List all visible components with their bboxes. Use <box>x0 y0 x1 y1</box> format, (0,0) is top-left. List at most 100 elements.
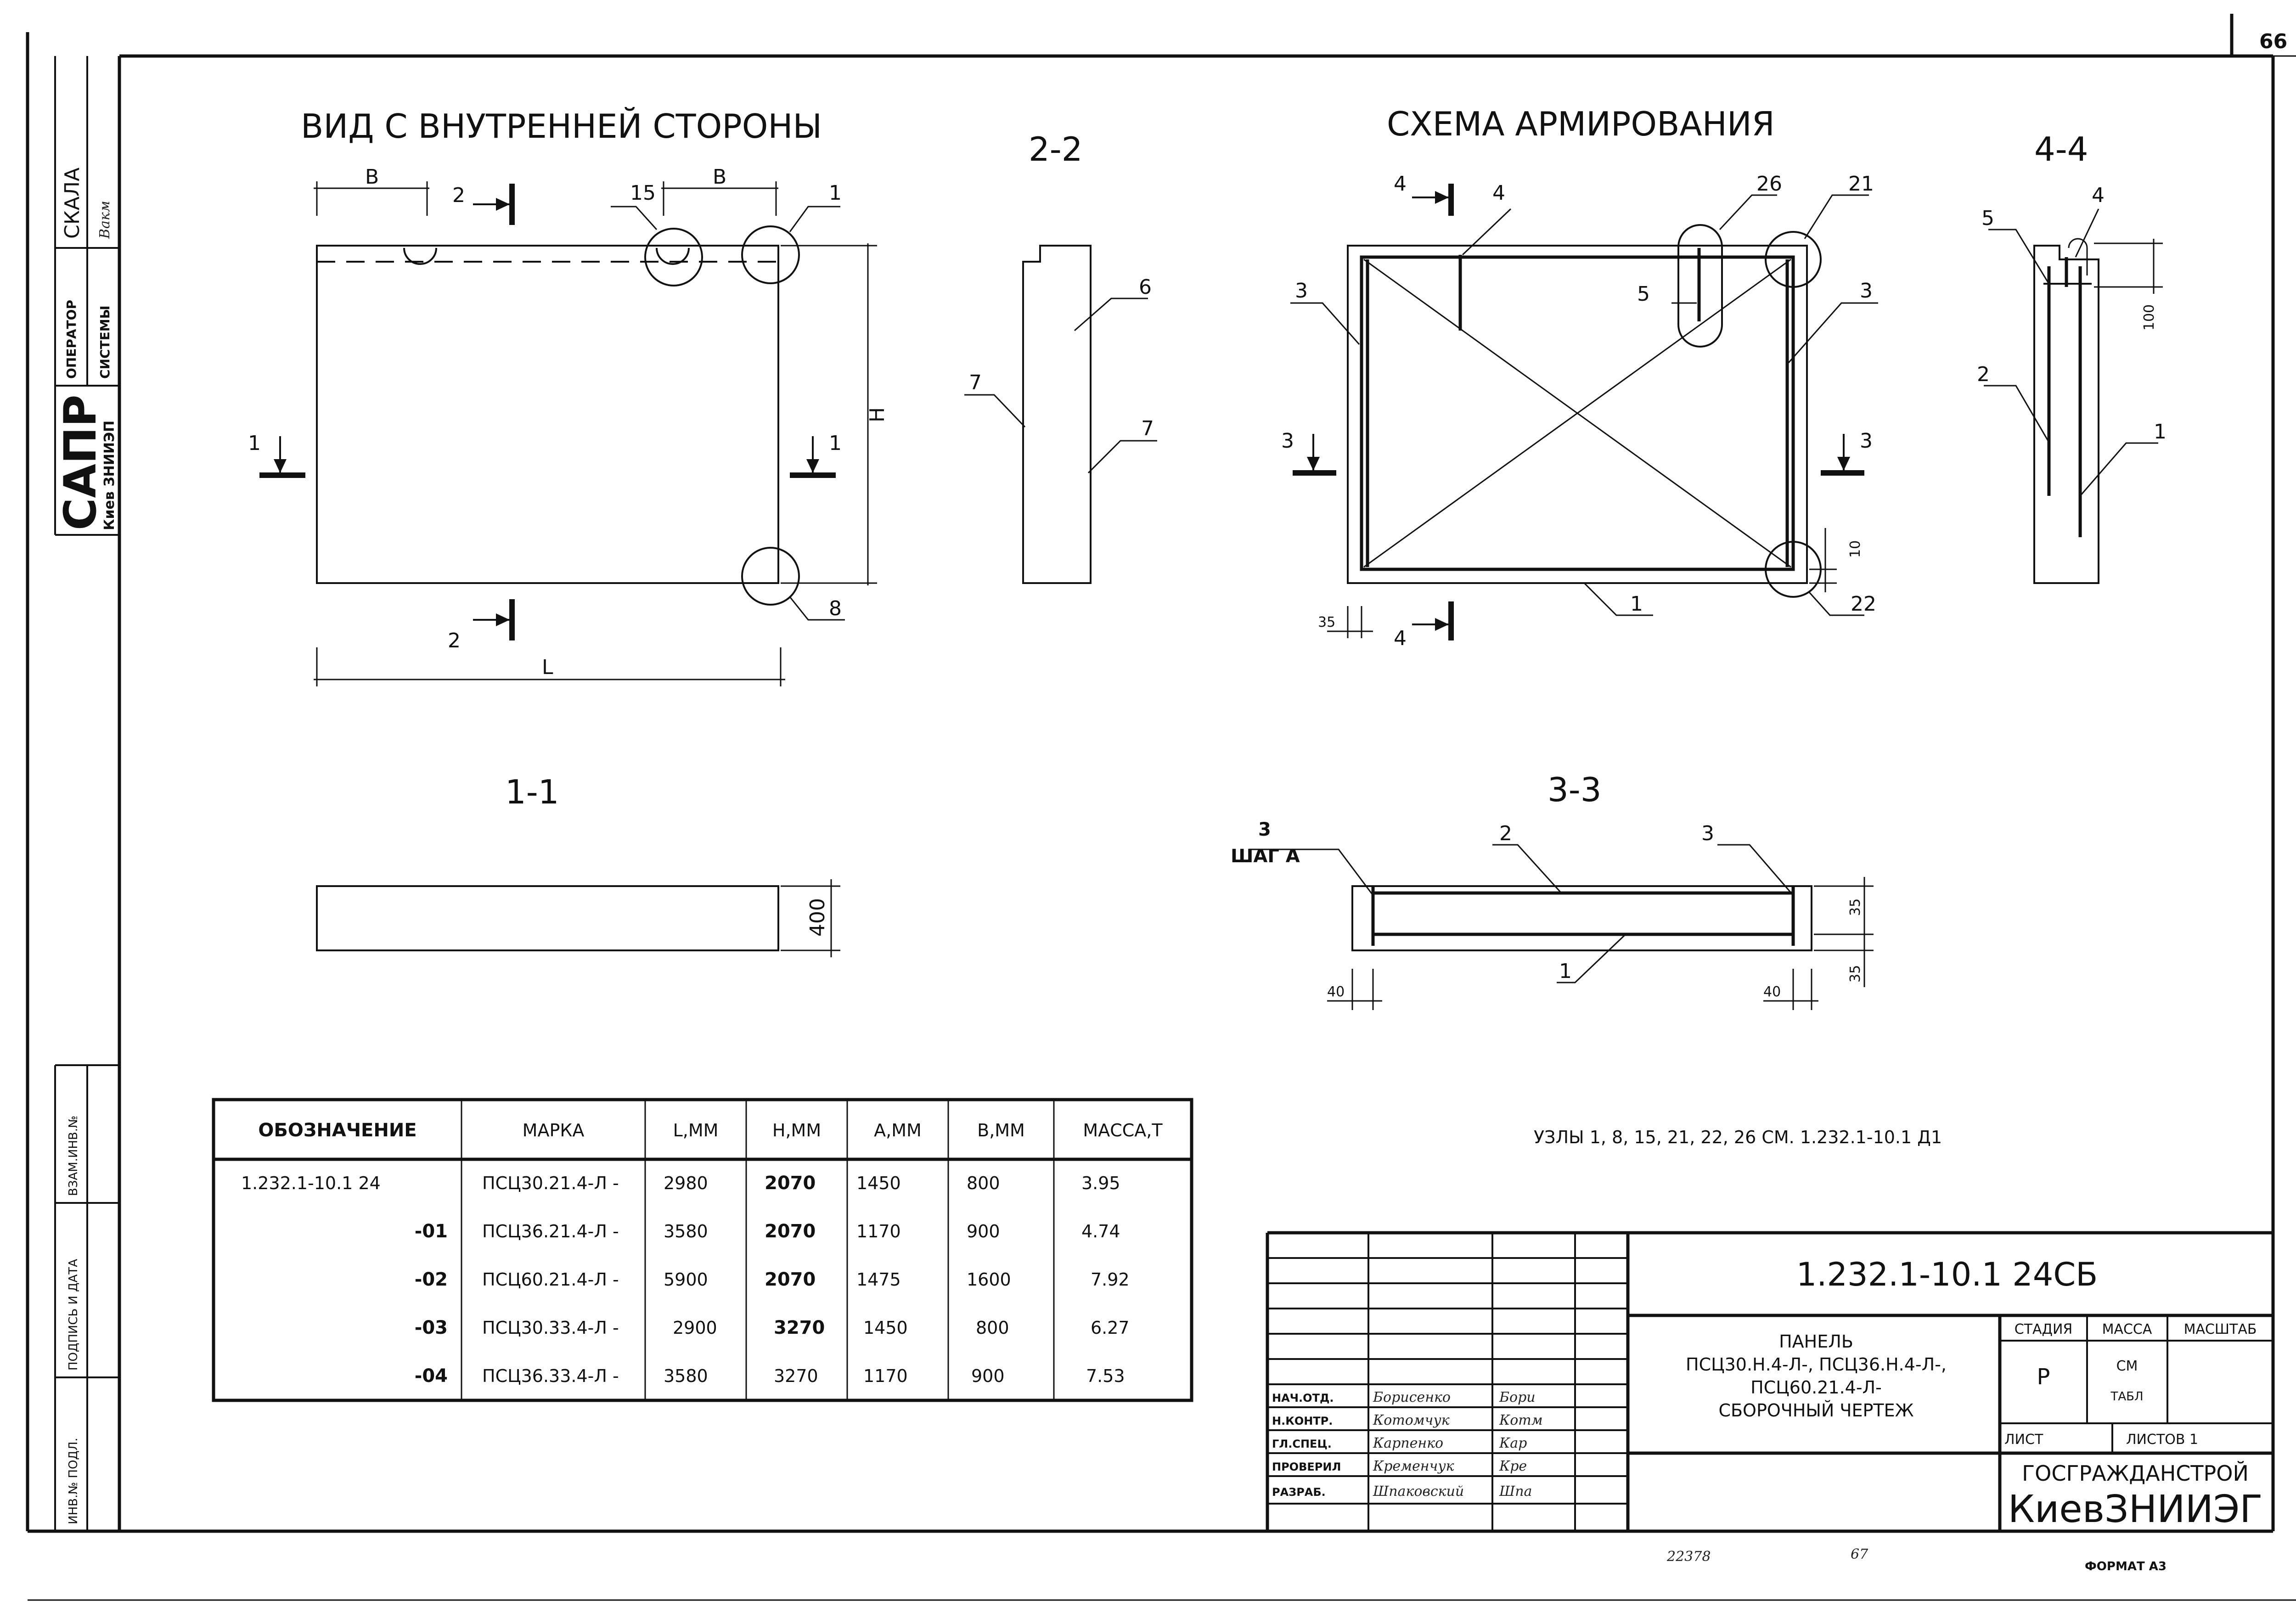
dim-b-right: В <box>713 165 726 189</box>
scheme-callout-22: 22 <box>1851 592 1876 616</box>
person-name: Котомчук <box>1373 1412 1450 1428</box>
format-label: ФОРМАТ А3 <box>2085 1560 2167 1573</box>
role-label: НАЧ.ОТД. <box>1272 1392 1334 1404</box>
vzam-label: ВЗАМ.ИНВ.№ <box>67 1116 80 1196</box>
s44-dim-100: 100 <box>2141 304 2157 331</box>
table-cell: 3580 <box>664 1221 708 1241</box>
doc-code: 1.232.1-10.1 24СБ <box>1796 1256 2098 1293</box>
s33-dim-35a: 35 <box>1847 899 1863 916</box>
sapr-label: САПР <box>55 395 106 530</box>
section-mark-2-top: 2 <box>452 184 465 207</box>
person-name: Шпаковский <box>1373 1483 1464 1500</box>
scheme-callout-21: 21 <box>1848 172 1874 196</box>
role-label: Н.КОНТР. <box>1272 1415 1333 1427</box>
signature: Бори <box>1499 1389 1536 1405</box>
section-11-title: 1-1 <box>505 773 559 811</box>
callout-1: 1 <box>829 181 842 205</box>
s33-dim-40a: 40 <box>1327 984 1345 1000</box>
mass-value-1: СМ <box>2116 1358 2138 1374</box>
doc-name-line-2: ПСЦ30.Н.4-Л-, ПСЦ36.Н.4-Л-, <box>1686 1354 1947 1375</box>
table-cell: 1450 <box>863 1318 908 1338</box>
section-mark-1-right: 1 <box>829 432 842 455</box>
table-cell: 7.53 <box>1086 1366 1125 1386</box>
table-cell: -03 <box>415 1317 448 1338</box>
section-22-title: 2-2 <box>1029 130 1083 169</box>
sheet-frame <box>26 14 2296 1601</box>
sheets-label: ЛИСТОВ 1 <box>2126 1432 2198 1448</box>
inv-label: ИНВ.№ ПОДЛ. <box>67 1438 80 1524</box>
spec-table-grid <box>212 1098 1193 1402</box>
table-cell: 1170 <box>856 1221 901 1241</box>
skala-signature: Вакм <box>97 201 113 239</box>
signature: Кре <box>1499 1458 1527 1474</box>
table-cell: 900 <box>967 1221 1000 1241</box>
person-name: Карпенко <box>1373 1435 1443 1451</box>
dim-h: Н <box>866 407 889 422</box>
table-cell: 2900 <box>673 1318 717 1338</box>
callout-8: 8 <box>829 597 842 620</box>
table-cell: 3270 <box>774 1317 825 1338</box>
table-cell: 800 <box>976 1318 1009 1338</box>
table-cell: 3580 <box>664 1366 708 1386</box>
table-cell: -01 <box>415 1221 448 1242</box>
scheme-callout-3a: 3 <box>1295 279 1308 303</box>
section-mark-1-left: 1 <box>248 432 261 455</box>
sheet-label: ЛИСТ <box>2004 1432 2043 1448</box>
table-cell: 1.232.1-10.1 24 <box>241 1173 381 1193</box>
table-cell: ПСЦ36.21.4-Л - <box>482 1221 619 1241</box>
scheme-sec-3-right: 3 <box>1860 429 1873 453</box>
signature-rows: НАЧ.ОТД. Борисенко Бори Н.КОНТР. Котомчу… <box>1272 1389 1543 1500</box>
role-label: ГЛ.СПЕЦ. <box>1272 1438 1332 1450</box>
col-header: L,ММ <box>673 1120 719 1140</box>
table-cell: -04 <box>415 1365 448 1387</box>
s33-step: ШАГ А <box>1231 846 1300 867</box>
mass-value-2: ТАБЛ <box>2110 1390 2143 1404</box>
s33-callout-1: 1 <box>1559 960 1572 983</box>
sheet-number: 66 <box>2259 30 2287 53</box>
table-cell: 3.95 <box>1081 1173 1120 1193</box>
dim-400: 400 <box>806 898 829 937</box>
role-label: ПРОВЕРИЛ <box>1272 1460 1341 1473</box>
col-header: В,ММ <box>977 1120 1025 1140</box>
person-name: Борисенко <box>1373 1389 1451 1405</box>
callout-6: 6 <box>1139 275 1152 299</box>
spec-table-rows: 1.232.1-10.1 24 ПСЦ30.21.4-Л - 2980 2070… <box>241 1173 1130 1387</box>
scheme-callout-1: 1 <box>1630 592 1643 616</box>
nodes-note: УЗЛЫ 1, 8, 15, 21, 22, 26 СМ. 1.232.1-10… <box>1534 1127 1942 1147</box>
section-33-drawing <box>1249 844 1874 1010</box>
scale-header: МАСШТАБ <box>2184 1321 2257 1337</box>
section-mark-2-bottom: 2 <box>448 629 461 652</box>
scheme-dim-10: 10 <box>1847 540 1863 558</box>
operator-label: ОПЕРАТОР <box>64 300 79 379</box>
scheme-callout-5: 5 <box>1637 282 1650 306</box>
s33-dim-35b: 35 <box>1847 965 1863 983</box>
s44-callout-4: 4 <box>2092 184 2105 207</box>
table-cell: ПСЦ30.33.4-Л - <box>482 1318 619 1338</box>
table-cell: 5900 <box>664 1269 708 1290</box>
table-cell: -02 <box>415 1269 448 1290</box>
title-block-grid <box>1266 1231 2273 1531</box>
s44-callout-1: 1 <box>2154 420 2167 444</box>
table-cell: 2070 <box>765 1173 816 1194</box>
scheme-sec-3-left: 3 <box>1281 429 1294 453</box>
table-cell: 6.27 <box>1091 1318 1130 1338</box>
col-header: Н,ММ <box>772 1120 821 1140</box>
scheme-dim-35: 35 <box>1318 614 1335 630</box>
table-cell: 2070 <box>765 1221 816 1242</box>
s44-callout-5: 5 <box>1981 207 1994 230</box>
col-header: ОБОЗНАЧЕНИЕ <box>258 1120 416 1141</box>
page-number: 67 <box>1851 1546 1868 1562</box>
table-cell: 3270 <box>774 1366 818 1386</box>
scheme-sec-4-bottom: 4 <box>1394 627 1407 650</box>
table-cell: ПСЦ30.21.4-Л - <box>482 1173 619 1193</box>
table-cell: 900 <box>971 1366 1005 1386</box>
spec-table-header: ОБОЗНАЧЕНИЕ МАРКА L,ММ Н,ММ А,ММ В,ММ МА… <box>258 1120 1163 1141</box>
table-cell: 800 <box>967 1173 1000 1193</box>
callout-7a: 7 <box>969 371 982 394</box>
view-inner-title: ВИД С ВНУТРЕННЕЙ СТОРОНЫ <box>301 107 822 146</box>
table-cell: 1600 <box>967 1269 1011 1290</box>
table-cell: ПСЦ60.21.4-Л - <box>482 1269 619 1290</box>
person-name: Кременчук <box>1373 1458 1454 1474</box>
section-44-drawing <box>1984 208 2163 584</box>
